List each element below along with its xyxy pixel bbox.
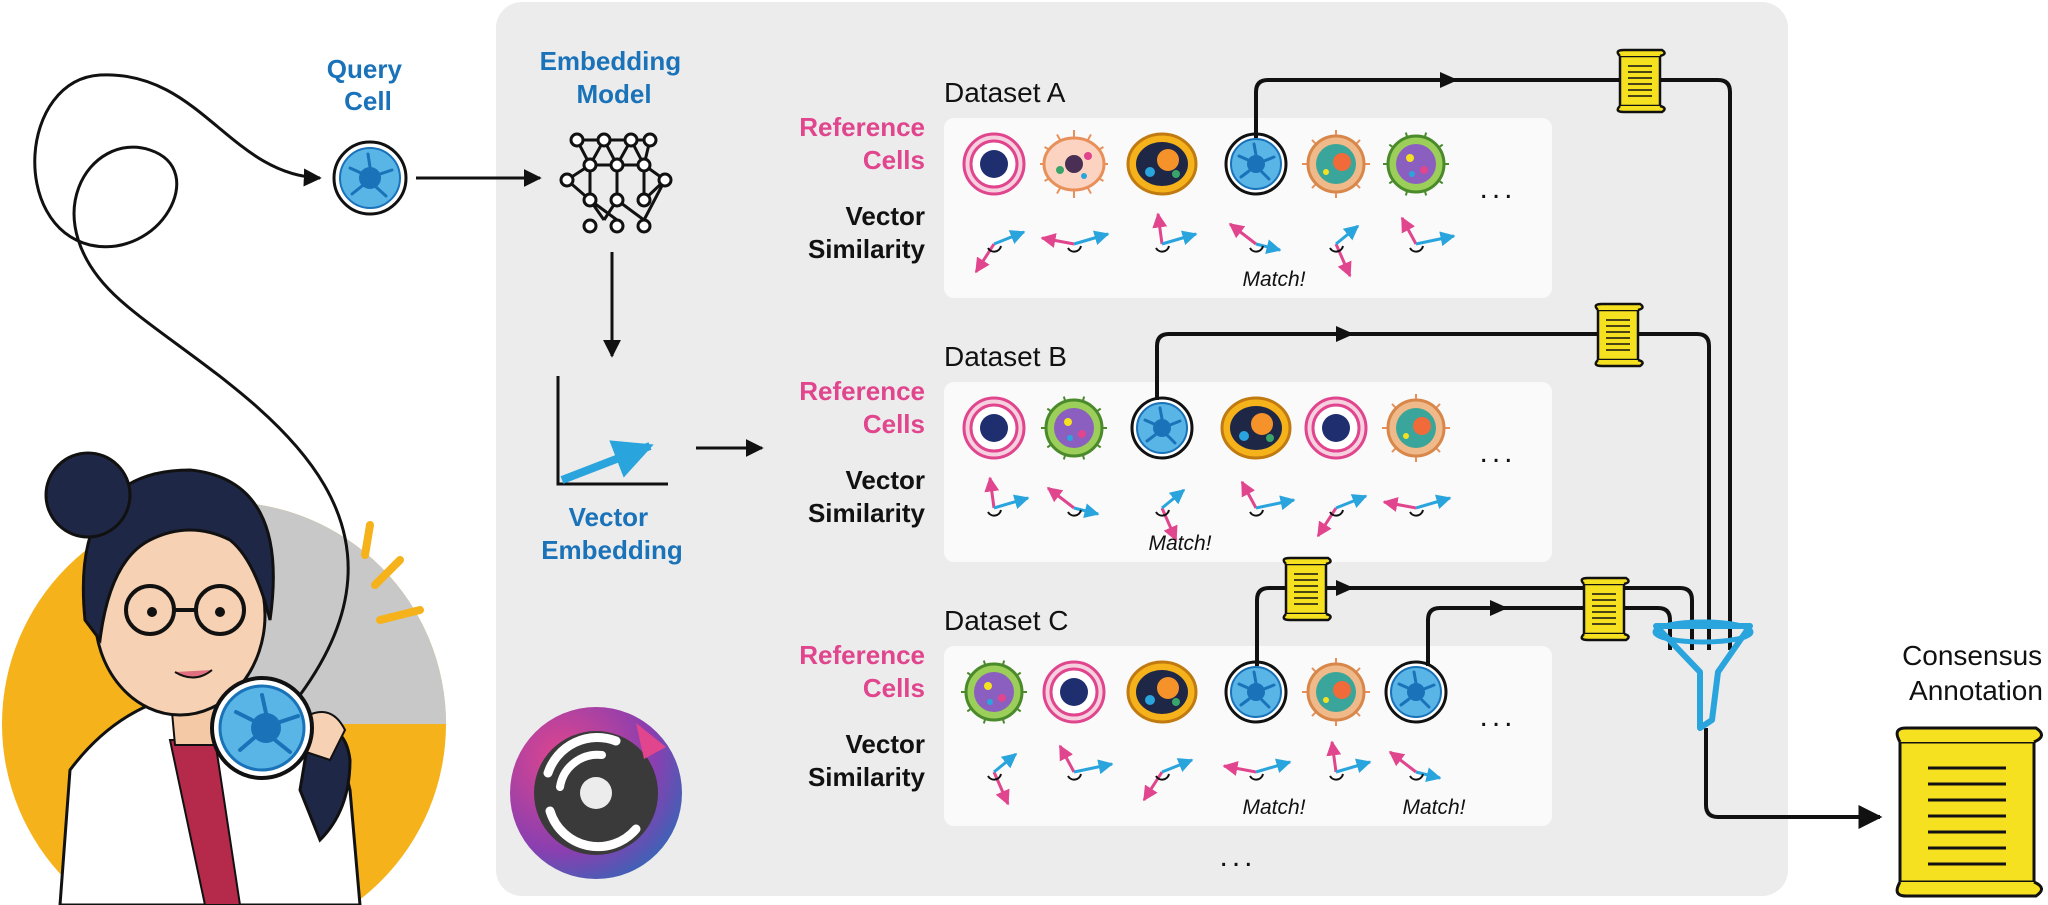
- consensus-annotation-label: Consensus Annotation: [1902, 640, 2048, 706]
- query-string-curve: [33, 73, 350, 696]
- similarity-vectors-icon: [1400, 216, 1456, 253]
- neutrophil-cell-icon: [1382, 394, 1450, 462]
- similarity-vectors-icon: [1152, 212, 1198, 253]
- eosinophil-cell-icon: [1126, 132, 1198, 196]
- similarity-vectors-icon: [1142, 758, 1194, 802]
- similarity-vectors-icon: [1326, 740, 1372, 781]
- logo-icon: [510, 707, 682, 879]
- ring-cell-icon: [1042, 660, 1106, 724]
- vector-embedding-label: Vector Embedding: [541, 502, 683, 565]
- query-cell-icon: [1384, 660, 1448, 724]
- similarity-vectors-icon: [984, 476, 1030, 517]
- similarity-vectors-icon: [1155, 488, 1186, 542]
- green-purple-cell-icon: [1041, 396, 1107, 460]
- ring-cell-icon: [962, 132, 1026, 196]
- green-purple-cell-icon: [1383, 132, 1449, 196]
- dataset-title: Dataset A: [944, 77, 1066, 108]
- similarity-vectors-icon: [1329, 224, 1360, 278]
- match-label: Match!: [1242, 796, 1305, 819]
- neural-network-icon: [559, 132, 673, 234]
- more-cells-ellipsis: ...: [1479, 436, 1516, 469]
- query-cell-icon: [1224, 132, 1288, 196]
- similarity-vectors-icon: [1388, 750, 1442, 783]
- dataset-title: Dataset C: [944, 605, 1069, 636]
- similarity-vectors-icon: [1222, 758, 1292, 781]
- eosinophil-cell-icon: [1126, 660, 1198, 724]
- similarity-vectors-icon: [1040, 230, 1110, 253]
- query-cell-icon: [332, 140, 408, 216]
- match-connection-lines: [1155, 78, 1883, 829]
- eosinophil-cell-icon: [1220, 396, 1292, 460]
- funnel-icon: [1652, 619, 1754, 731]
- match-label: Match!: [1148, 532, 1211, 555]
- consensus-scroll-icon: [1895, 726, 2043, 898]
- similarity-vectors-icon: [974, 230, 1026, 274]
- more-cells-ellipsis: ...: [1479, 700, 1516, 733]
- held-cell-icon: [210, 676, 314, 780]
- query-cell-icon: [1130, 396, 1194, 460]
- similarity-vectors-icon: [987, 752, 1018, 806]
- more-cells-ellipsis: ...: [1479, 172, 1516, 205]
- match-label: Match!: [1242, 268, 1305, 291]
- ring-cell-icon: [1304, 396, 1368, 460]
- similarity-vectors-icon: [1316, 494, 1368, 538]
- match-label: Match!: [1402, 796, 1465, 819]
- neutrophil-cell-icon: [1302, 658, 1370, 726]
- similarity-vectors-icon: [1240, 480, 1296, 517]
- scroll-icon: [1282, 556, 1332, 622]
- embedding-model-label: Embedding Model: [540, 46, 689, 109]
- scientist-illustration: [2, 451, 446, 905]
- green-purple-cell-icon: [961, 660, 1027, 724]
- similarity-vectors-icon: [1046, 486, 1100, 519]
- similarity-vectors-icon: [1058, 744, 1114, 781]
- dataset-title: Dataset B: [944, 341, 1067, 372]
- query-cell-label: Query Cell: [327, 54, 409, 116]
- bacterium-cell-icon: [1040, 130, 1108, 198]
- scroll-icon: [1580, 576, 1630, 642]
- more-datasets-ellipsis: ...: [1219, 840, 1256, 873]
- similarity-vectors-icon: [1228, 222, 1282, 255]
- scroll-icon: [1594, 302, 1644, 368]
- query-cell-icon: [1224, 660, 1288, 724]
- similarity-vectors-icon: [1382, 494, 1452, 517]
- connection-arrowheads: [1336, 72, 1508, 616]
- scrolls-group: [1282, 48, 1666, 642]
- neutrophil-cell-icon: [1302, 130, 1370, 198]
- vector-plot-icon: [556, 376, 668, 486]
- scroll-icon: [1616, 48, 1666, 114]
- ring-cell-icon: [962, 396, 1026, 460]
